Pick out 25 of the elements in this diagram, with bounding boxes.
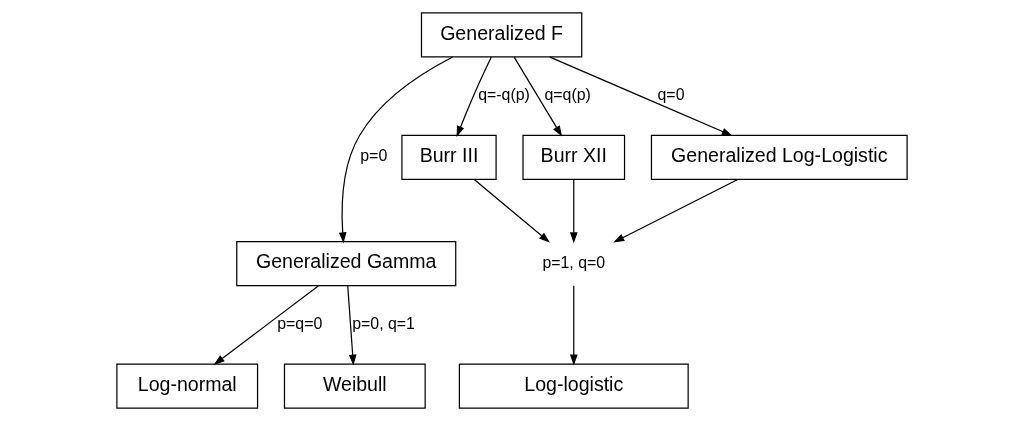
- edge-label: q=q(p): [544, 86, 591, 104]
- arrow: [569, 285, 578, 366]
- arrow: [338, 56, 454, 244]
- node-box: Generalized Gamma: [236, 241, 457, 287]
- node-text: p=1, q=0: [542, 253, 606, 271]
- node-box: Generalized Log-Logistic: [650, 134, 908, 180]
- node-box: Generalized F: [420, 12, 583, 58]
- node-box: Burr III: [401, 134, 497, 180]
- arrow: [347, 285, 357, 366]
- node-box: Log-normal: [116, 363, 259, 409]
- arrow: [473, 178, 550, 243]
- node-box: Log-logistic: [458, 363, 689, 409]
- edge-label: q=-q(p): [478, 86, 530, 104]
- arrow: [613, 178, 739, 243]
- arrow: [213, 285, 320, 365]
- arrow: [549, 56, 733, 136]
- node-box: Burr XII: [522, 134, 626, 180]
- edge-label: p=q=0: [277, 315, 323, 333]
- arrow: [513, 56, 563, 137]
- edge-label: q=0: [657, 86, 685, 104]
- arrow: [569, 178, 578, 244]
- node-box: Weibull: [283, 363, 426, 409]
- arrow: [456, 56, 492, 137]
- edge-label: p=0, q=1: [352, 315, 415, 333]
- edge-label: p=0: [360, 147, 388, 165]
